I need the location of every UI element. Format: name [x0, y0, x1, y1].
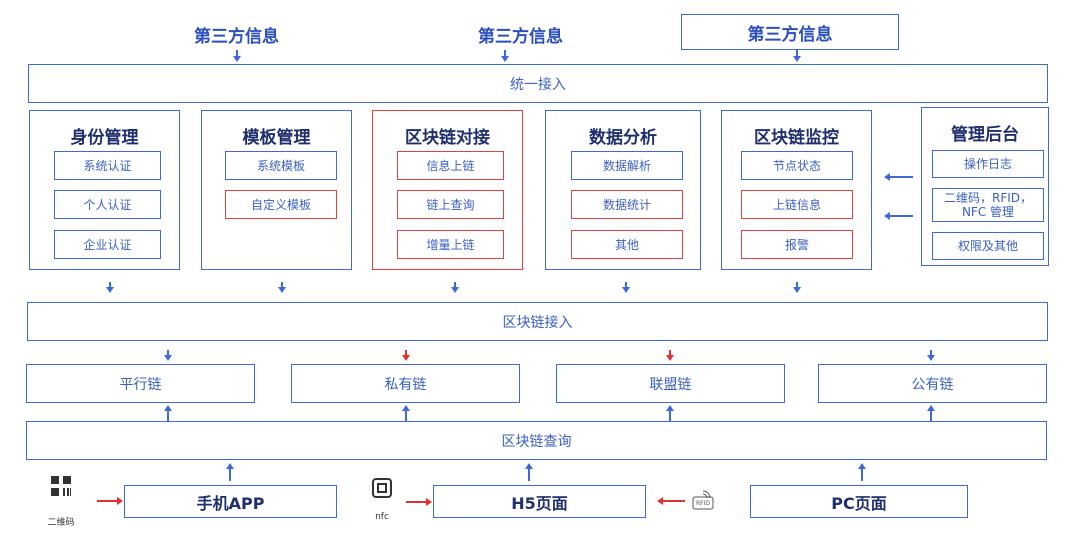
- third-party-box-3: 第三方信息: [681, 14, 899, 50]
- client-label: 手机APP: [196, 493, 265, 513]
- item-onchain-info: 上链信息: [741, 190, 853, 219]
- module-title: 身份管理: [70, 128, 139, 148]
- module-title: 模板管理: [242, 128, 311, 148]
- rfid-caption: RFID: [695, 500, 710, 507]
- item-node-status: 节点状态: [741, 151, 853, 180]
- nfc-icon: [372, 478, 392, 498]
- client-label: PC页面: [831, 493, 887, 513]
- item-other: 其他: [571, 230, 683, 259]
- unified-access-label: 统一接入: [510, 76, 566, 93]
- module-blockchain-monitor: 区块链监控 节点状态 上链信息 报警: [721, 110, 872, 270]
- chain-parallel: 平行链: [26, 364, 255, 403]
- module-template: 模板管理 系统模板 自定义模板: [201, 110, 352, 270]
- module-title: 管理后台: [951, 125, 1019, 145]
- item-enterprise-auth: 企业认证: [54, 230, 161, 259]
- third-party-label-3: 第三方信息: [747, 24, 833, 45]
- item-personal-auth: 个人认证: [54, 190, 161, 219]
- item-alarm: 报警: [741, 230, 853, 259]
- item-data-parsing: 数据解析: [571, 151, 683, 180]
- blockchain-access-label: 区块链接入: [502, 314, 573, 331]
- client-mobile-app: 手机APP: [124, 485, 337, 518]
- chain-label: 联盟链: [649, 376, 692, 393]
- unified-access-bar: 统一接入: [28, 64, 1048, 103]
- item-info-onchain: 信息上链: [397, 151, 504, 180]
- item-operation-log: 操作日志: [932, 150, 1044, 178]
- item-incremental-onchain: 增量上链: [397, 230, 504, 259]
- qr-code-icon: [50, 475, 72, 497]
- third-party-label-1: 第三方信息: [194, 27, 279, 47]
- chain-label: 私有链: [384, 376, 427, 393]
- item-custom-template: 自定义模板: [225, 190, 337, 219]
- client-label: H5页面: [511, 493, 568, 513]
- module-admin-backend: 管理后台 操作日志 二维码，RFID，NFC 管理 权限及其他: [921, 107, 1049, 266]
- module-identity: 身份管理 系统认证 个人认证 企业认证: [29, 110, 180, 270]
- module-title: 数据分析: [589, 128, 657, 148]
- item-chain-query: 链上查询: [397, 190, 504, 219]
- client-h5-page: H5页面: [433, 485, 646, 518]
- chain-public: 公有链: [818, 364, 1047, 403]
- module-title: 区块链对接: [405, 128, 490, 148]
- chain-label: 平行链: [119, 376, 162, 393]
- chain-label: 公有链: [911, 376, 954, 393]
- qr-code-caption: 二维码: [47, 518, 75, 528]
- client-pc-page: PC页面: [750, 485, 968, 518]
- blockchain-access-bar: 区块链接入: [27, 302, 1048, 341]
- item-data-stats: 数据统计: [571, 190, 683, 219]
- rfid-icon: RFID: [692, 489, 714, 511]
- module-blockchain-docking: 区块链对接 信息上链 链上查询 增量上链: [372, 110, 523, 270]
- item-permissions: 权限及其他: [932, 232, 1044, 260]
- blockchain-query-bar: 区块链查询: [26, 421, 1047, 460]
- blockchain-query-label: 区块链查询: [501, 433, 572, 450]
- chain-private: 私有链: [291, 364, 520, 403]
- chain-consortium: 联盟链: [556, 364, 785, 403]
- nfc-caption: nfc: [375, 512, 389, 522]
- item-code-management: 二维码，RFID，NFC 管理: [932, 188, 1044, 222]
- module-data-analysis: 数据分析 数据解析 数据统计 其他: [545, 110, 701, 270]
- module-title: 区块链监控: [754, 128, 839, 148]
- item-system-template: 系统模板: [225, 151, 337, 180]
- third-party-label-2: 第三方信息: [478, 27, 563, 47]
- item-system-auth: 系统认证: [54, 151, 161, 180]
